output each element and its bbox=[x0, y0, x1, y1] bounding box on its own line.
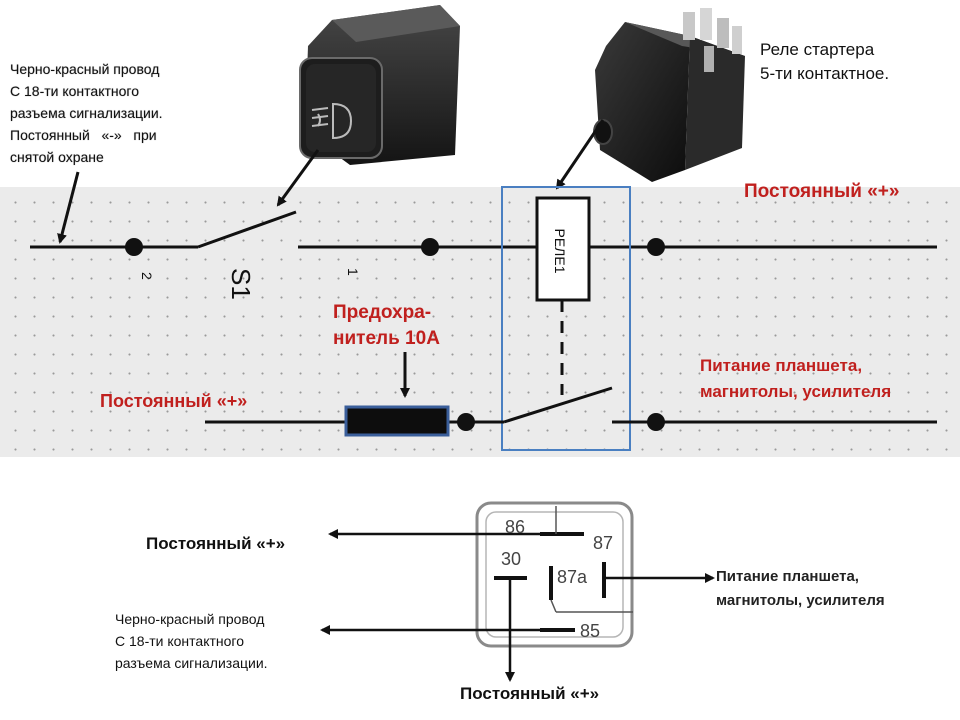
relay-photo bbox=[593, 8, 745, 182]
pinout-power-note-line2: магнитолы, усилителя bbox=[716, 592, 885, 609]
pin-30-label: 30 bbox=[501, 549, 522, 569]
relay-caption-line2: 5-ти контактное. bbox=[760, 64, 890, 83]
top-circuit bbox=[30, 210, 937, 395]
wire-note-line: Постоянный «-» при bbox=[10, 127, 157, 143]
pinout-power-note-line1: Питание планшета, bbox=[716, 568, 859, 585]
const-plus-top-label: Постоянный «+» bbox=[744, 181, 900, 202]
switch-s1-label: S1 bbox=[226, 268, 256, 300]
fuse-label-line1: Предохра- bbox=[333, 302, 432, 323]
fuse-body bbox=[344, 405, 450, 437]
wire-note-line: С 18-ти контактного bbox=[10, 83, 139, 99]
pinout-const-plus-left-label: Постоянный «+» bbox=[146, 534, 286, 553]
relay-label: РЕЛЕ1 bbox=[552, 229, 568, 274]
pinout-wire-note-line3: разъема сигнализации. bbox=[115, 655, 268, 671]
wire-note-line: разъема сигнализации. bbox=[10, 105, 163, 121]
pin-2-label: 2 bbox=[139, 272, 155, 280]
schematic-grid-band bbox=[0, 187, 960, 457]
pinout-wire-note-line1: Черно-красный провод bbox=[115, 611, 265, 627]
junction-dot bbox=[457, 413, 475, 431]
pin-86-label: 86 bbox=[505, 517, 526, 537]
pin-87a-label: 87а bbox=[557, 567, 588, 587]
power-note-top-line1: Питание планшета, bbox=[700, 356, 863, 375]
relay-outline bbox=[501, 186, 631, 451]
pinout-wire-note-line2: С 18-ти контактного bbox=[115, 633, 244, 649]
junction-dot bbox=[647, 413, 665, 431]
wire-note-line: снятой охране bbox=[10, 149, 104, 165]
relay-caption-line1: Реле стартера bbox=[760, 40, 875, 59]
fuse-label-line2: нитель 10А bbox=[333, 328, 440, 349]
pin-1-label: 1 bbox=[345, 268, 361, 276]
switch-photo bbox=[299, 5, 460, 165]
wire-note-line: Черно-красный провод bbox=[10, 61, 160, 77]
fog-light-icon bbox=[311, 102, 353, 140]
junction-dot bbox=[647, 238, 665, 256]
pin-85-label: 85 bbox=[580, 621, 601, 641]
pin-87-label: 87 bbox=[593, 533, 614, 553]
pinout-const-plus-bottom-label: Постоянный «+» bbox=[460, 684, 600, 703]
relay-pinout bbox=[320, 501, 715, 682]
junction-dot bbox=[125, 238, 143, 256]
junction-dot bbox=[421, 238, 439, 256]
const-plus-left-label: Постоянный «+» bbox=[100, 391, 248, 411]
power-note-top-line2: магнитолы, усилителя bbox=[700, 382, 892, 401]
relay-coil-box bbox=[535, 196, 591, 302]
